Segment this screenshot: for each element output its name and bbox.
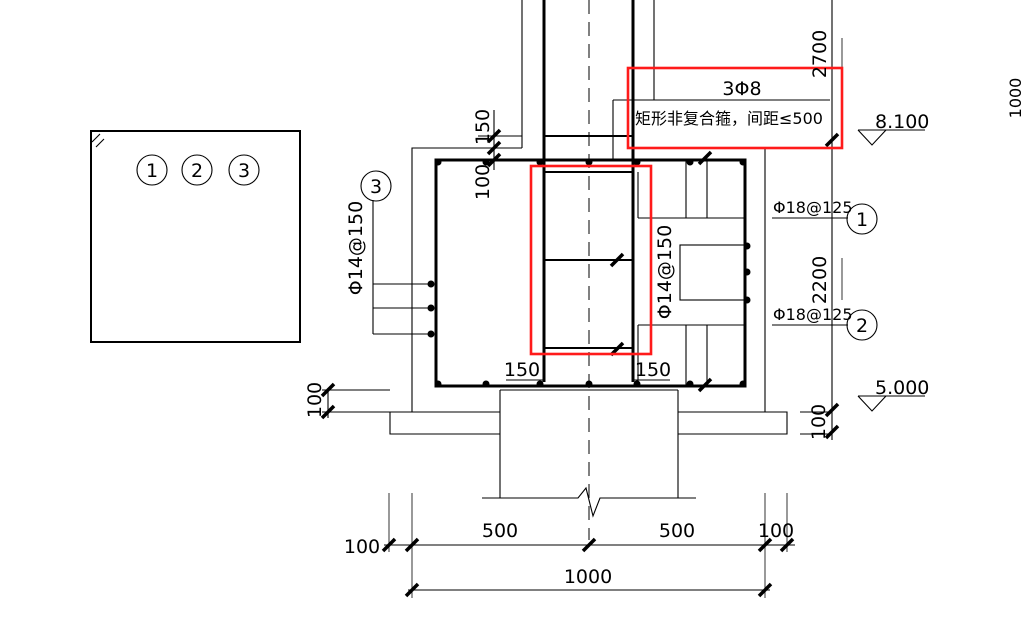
left-dims <box>320 110 522 420</box>
bar-mark-3: 3 <box>370 176 382 198</box>
beam <box>372 147 766 412</box>
section-box: 1 2 3 <box>90 130 301 343</box>
side-right-label: Φ14@150 <box>654 225 676 319</box>
bar-mark-2: 2 <box>856 315 868 337</box>
bar-mark-1: 1 <box>856 209 868 231</box>
dim-150-right: 150 <box>635 359 671 381</box>
bar-mark-2-circle <box>846 309 878 341</box>
bottom-dims <box>381 493 795 598</box>
bar-mark-3-circle <box>360 170 392 202</box>
dim-100-top: 100 <box>472 164 494 200</box>
dim-1000-horizontal: 1000 <box>564 566 612 588</box>
side-left-label: Φ14@150 <box>345 201 367 295</box>
dim-100-left: 100 <box>304 382 326 418</box>
dim-1000-vertical: 1000 <box>1006 78 1021 119</box>
highlight-tie-note <box>626 66 844 150</box>
elevation-bottom: 5.000 <box>875 377 929 399</box>
section-mark-2 <box>181 154 213 186</box>
dim-150-vertical: 150 <box>472 109 494 145</box>
section-mark-1 <box>136 154 168 186</box>
bar1-label: Φ18@125 <box>773 198 853 217</box>
dim-2700: 2700 <box>809 30 831 78</box>
section-label-2: 2 <box>191 160 203 182</box>
dim-2200: 2200 <box>809 256 831 304</box>
section-label-3: 3 <box>238 160 250 182</box>
ties-note-label: 矩形非复合箍，间距≤500 <box>635 109 823 128</box>
column <box>521 0 655 540</box>
ties-top-label: 3Φ8 <box>722 78 761 100</box>
dim-500-right: 500 <box>659 520 695 542</box>
bar-mark-1-circle <box>846 203 878 235</box>
bar-leaders <box>360 99 878 341</box>
dim-100-bottom-right: 100 <box>758 520 794 542</box>
bar2-label: Φ18@125 <box>773 305 853 324</box>
section-mark-3 <box>228 154 260 186</box>
highlight-column-ties <box>529 164 653 356</box>
dim-100-right: 100 <box>808 404 830 440</box>
dim-100-bottom-left: 100 <box>344 536 380 558</box>
elevation-top: 8.100 <box>875 111 929 133</box>
dim-500-left: 500 <box>482 520 518 542</box>
footing <box>389 389 788 518</box>
section-label-1: 1 <box>146 160 158 182</box>
dim-150-left: 150 <box>504 359 540 381</box>
